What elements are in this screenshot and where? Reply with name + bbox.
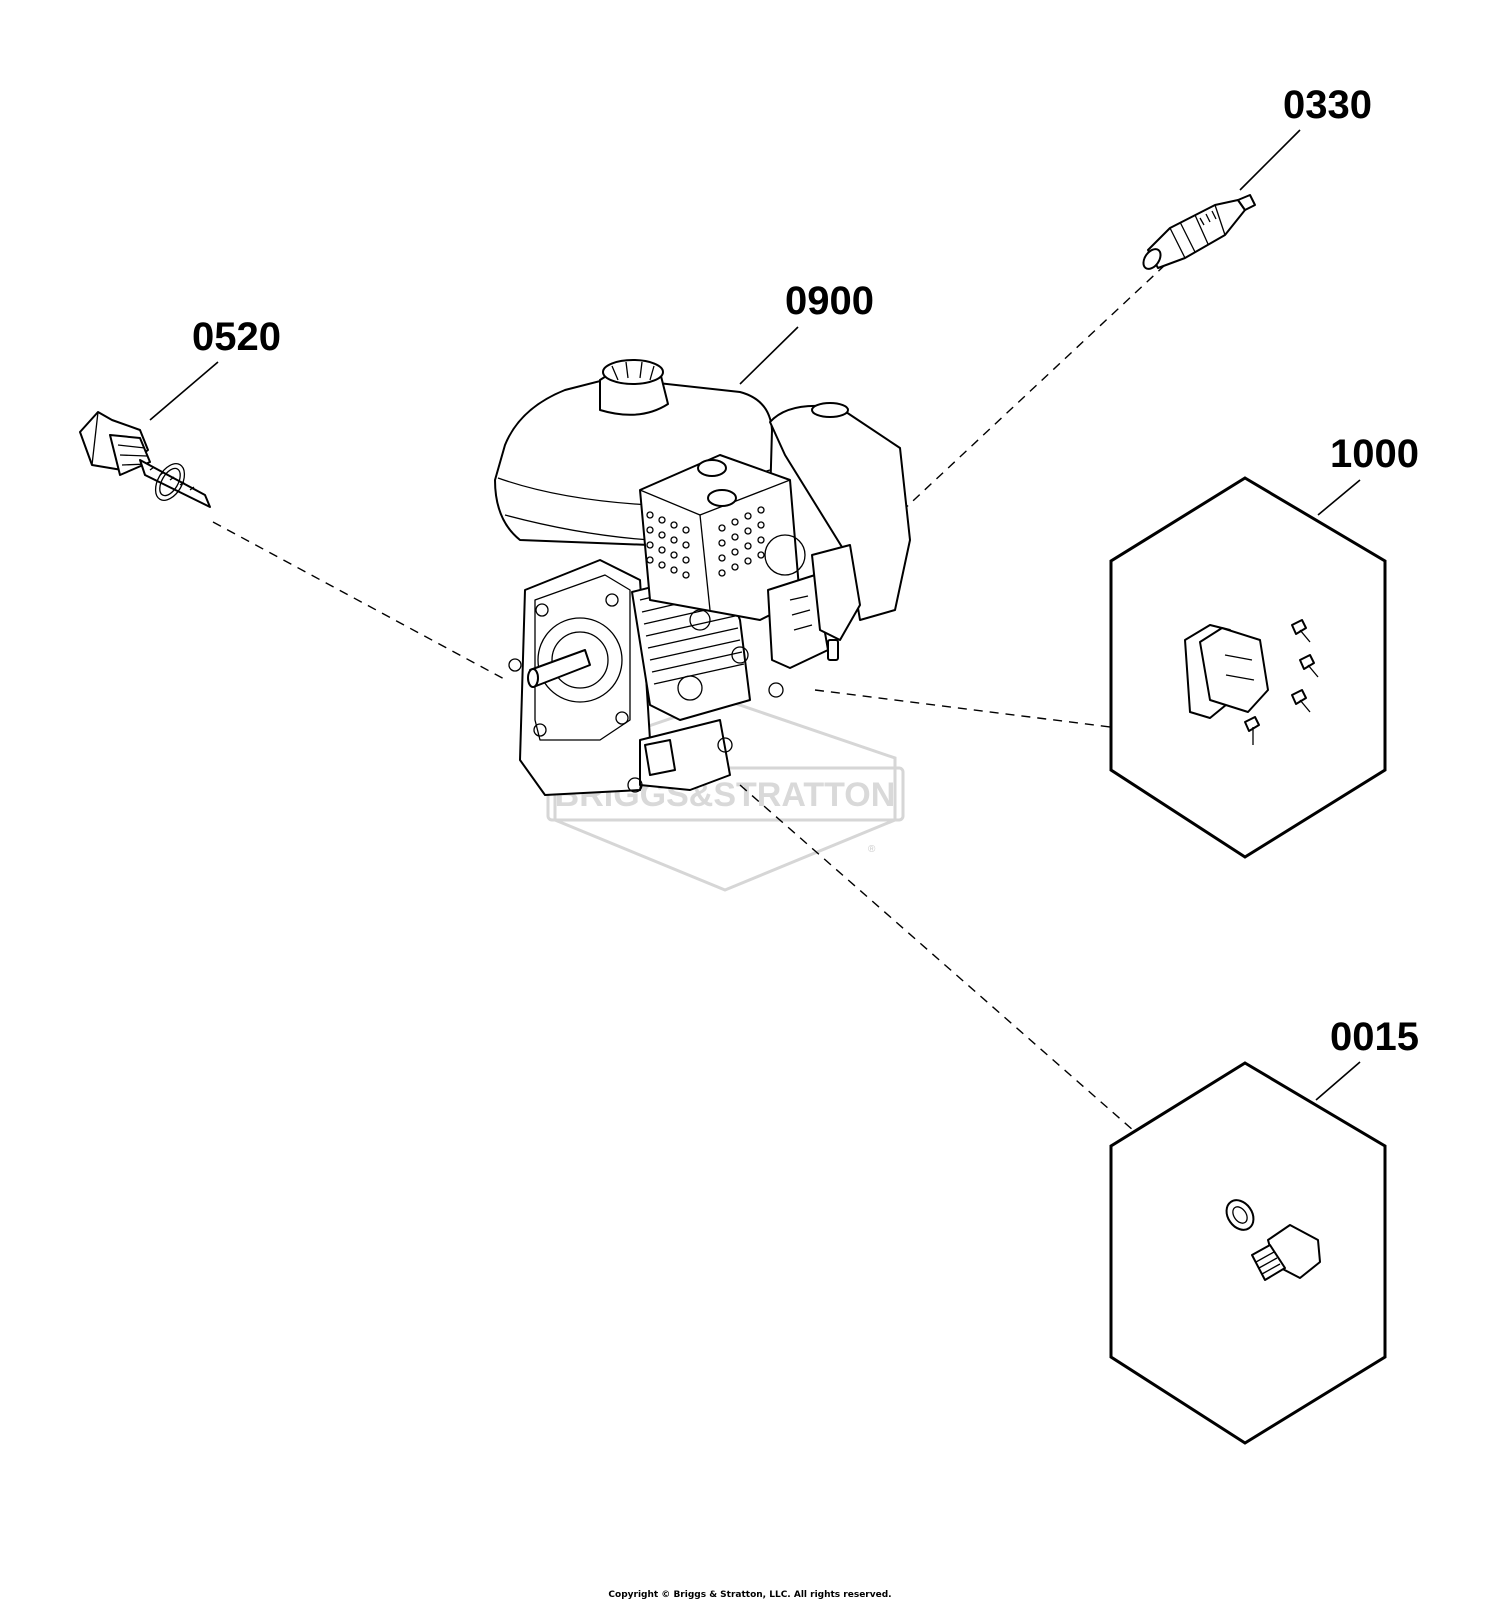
- valve-cover-kit-box[interactable]: [1109, 476, 1387, 859]
- copyright-notice: Copyright © Briggs & Stratton, LLC. All …: [608, 1590, 892, 1600]
- dipstick-part[interactable]: [79, 411, 211, 508]
- starter-cover-vents: [646, 506, 765, 579]
- leader-1000: [1317, 479, 1361, 516]
- leader-0900: [739, 326, 799, 385]
- dipstick-alignment-line: [212, 521, 507, 681]
- callout-0520[interactable]: 0520: [192, 315, 281, 359]
- spark-plug-part[interactable]: [1140, 194, 1256, 272]
- valve-cover-alignment-line: [814, 689, 1119, 729]
- engine-assembly[interactable]: [494, 359, 911, 796]
- watermark-registered: ®: [868, 844, 876, 855]
- valve-cover-bolts: [1244, 619, 1319, 745]
- callout-0015[interactable]: 0015: [1330, 1015, 1419, 1059]
- leader-0330: [1239, 129, 1301, 191]
- drain-plug-kit-box[interactable]: [1109, 1061, 1387, 1445]
- drain-plug-alignment-line: [739, 784, 1143, 1139]
- callout-0330[interactable]: 0330: [1283, 83, 1372, 127]
- leader-0520: [149, 361, 219, 421]
- callout-labels: 0330 0900 0520 1000 0015: [192, 83, 1419, 1059]
- callout-0900[interactable]: 0900: [785, 279, 874, 323]
- callout-leaders: [149, 129, 1361, 1101]
- leader-0015: [1315, 1061, 1361, 1101]
- callout-1000[interactable]: 1000: [1330, 432, 1419, 476]
